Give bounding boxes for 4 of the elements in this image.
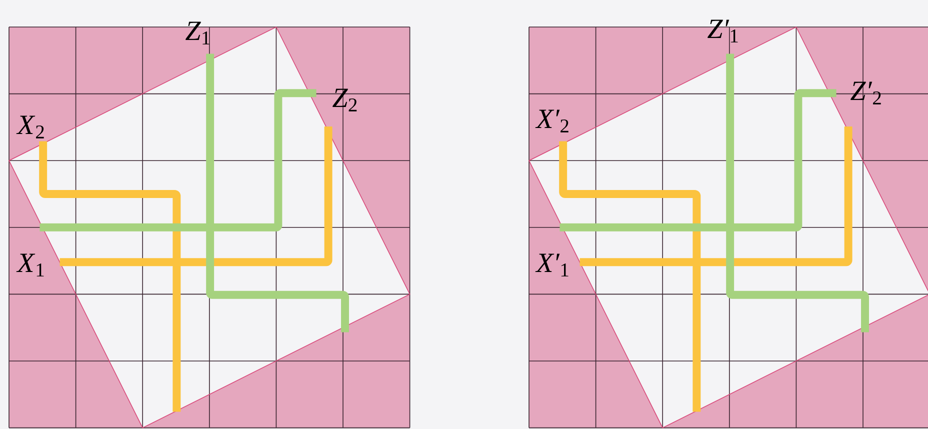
operator-label: X′$_{1}$ [535,254,568,276]
operator-label: X′$_{2}$ [535,110,568,132]
operator-label: X$_{1}$ [16,254,44,276]
operator-label: X$_{2}$ [16,116,44,138]
